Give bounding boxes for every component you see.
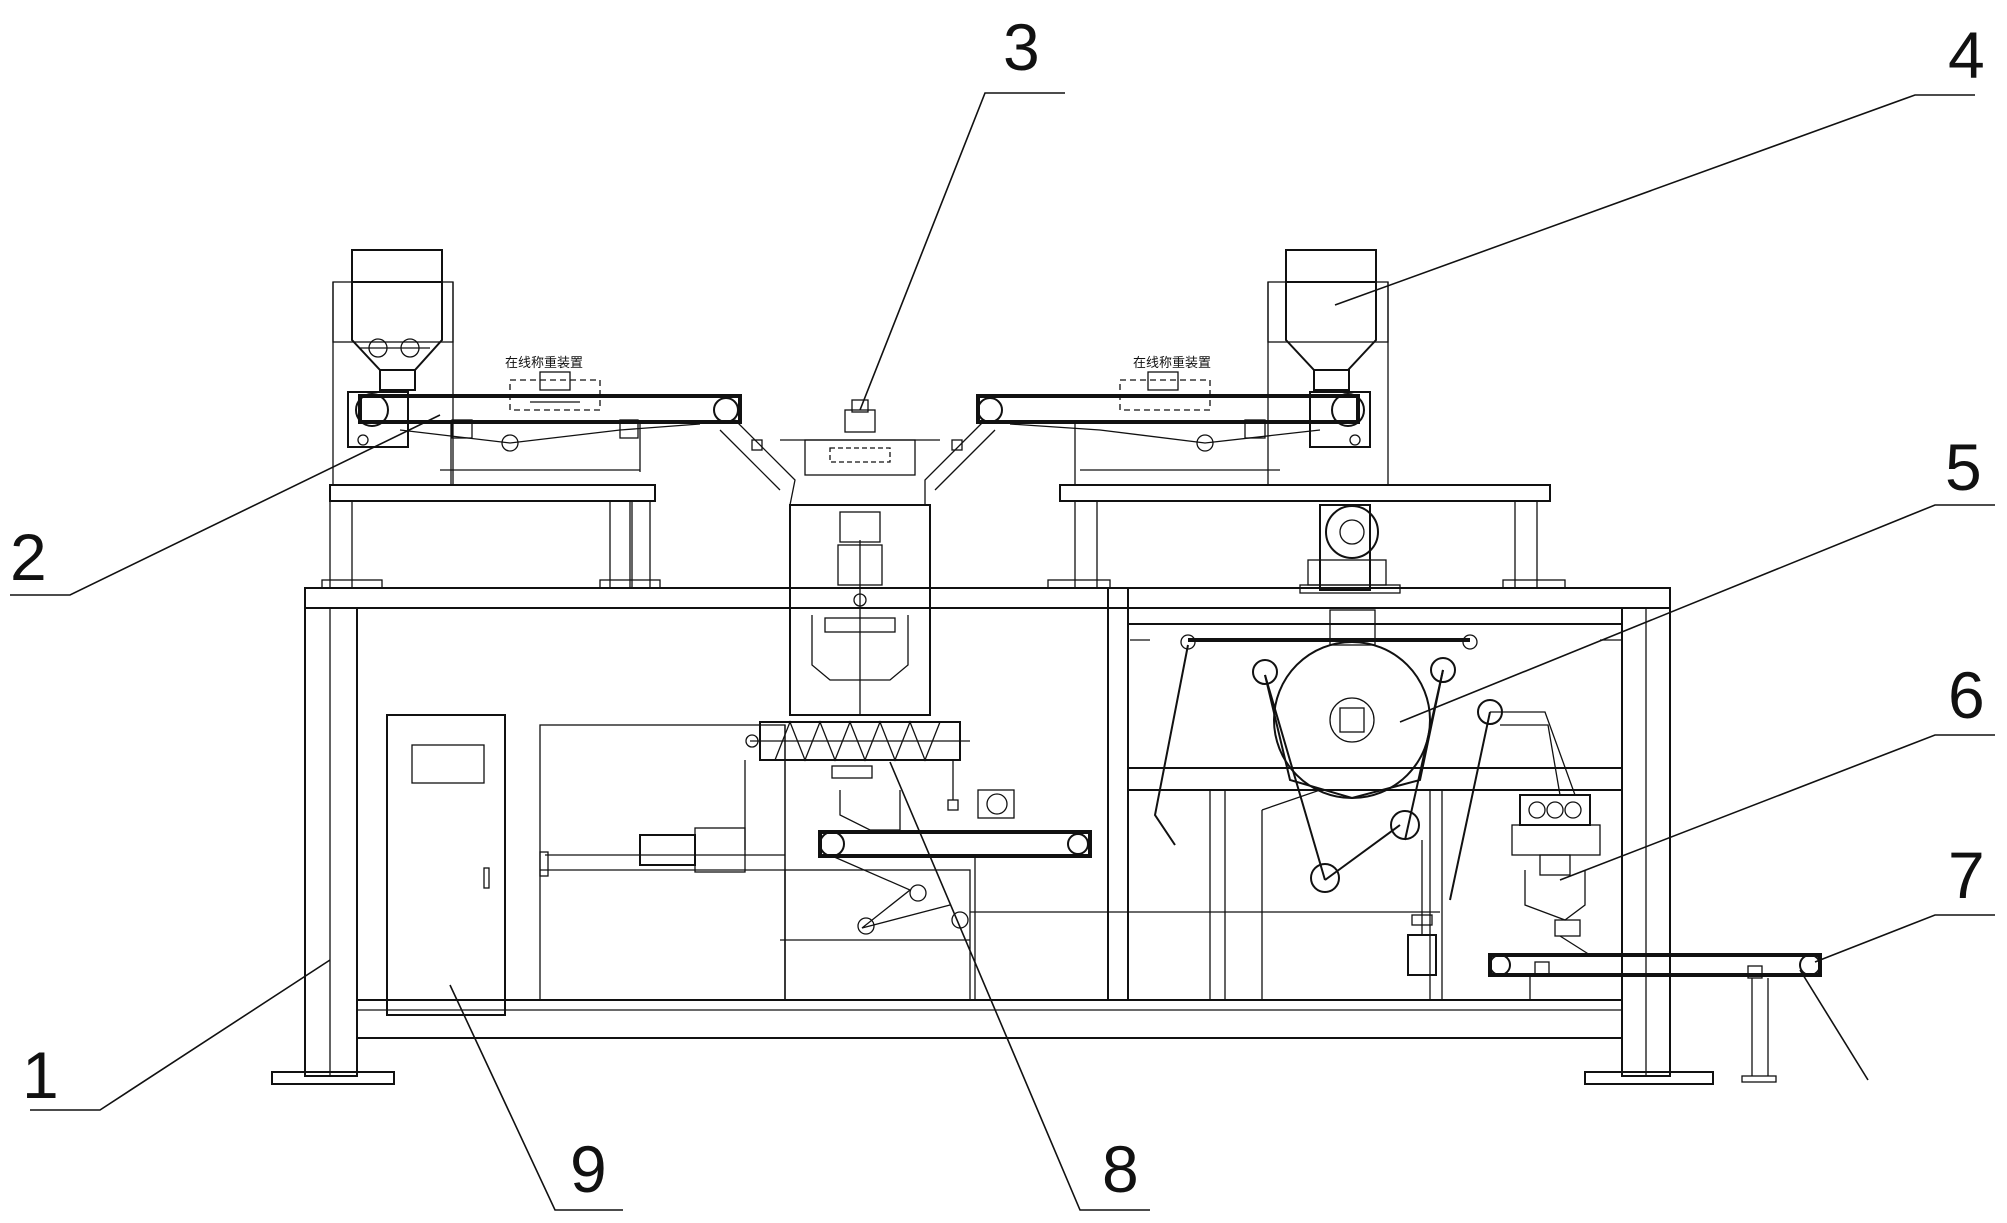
right-conveyor: 在线称重装置 <box>924 355 1371 505</box>
lower-conveyor <box>780 830 1440 1000</box>
callout-9: 9 <box>570 1132 607 1206</box>
main-frame <box>271 587 1714 1085</box>
callout-numbers: 1 2 3 4 5 6 7 8 9 <box>10 10 1985 1206</box>
callout-2: 2 <box>10 520 47 594</box>
right-weigher-caption: 在线称重装置 <box>1133 355 1211 371</box>
left-conveyor: 在线称重装置 <box>347 355 796 506</box>
right-hopper <box>1267 249 1389 485</box>
upper-platform <box>321 484 1566 589</box>
callout-4: 4 <box>1948 18 1985 92</box>
leader-lines <box>10 92 1995 1211</box>
callout-6: 6 <box>1948 658 1985 732</box>
center-mixer <box>639 399 1015 873</box>
callout-5: 5 <box>1945 430 1982 504</box>
belt-drive <box>1153 504 1576 1000</box>
callout-8: 8 <box>1102 1132 1139 1206</box>
left-hopper <box>332 249 454 485</box>
left-weigher-caption: 在线称重装置 <box>505 355 583 371</box>
dispenser <box>1511 794 1601 956</box>
callout-7: 7 <box>1948 838 1985 912</box>
callout-1: 1 <box>22 1038 59 1112</box>
callout-3: 3 <box>1003 10 1040 84</box>
output-conveyor <box>1488 953 1822 1083</box>
control-cabinet <box>386 714 506 1016</box>
